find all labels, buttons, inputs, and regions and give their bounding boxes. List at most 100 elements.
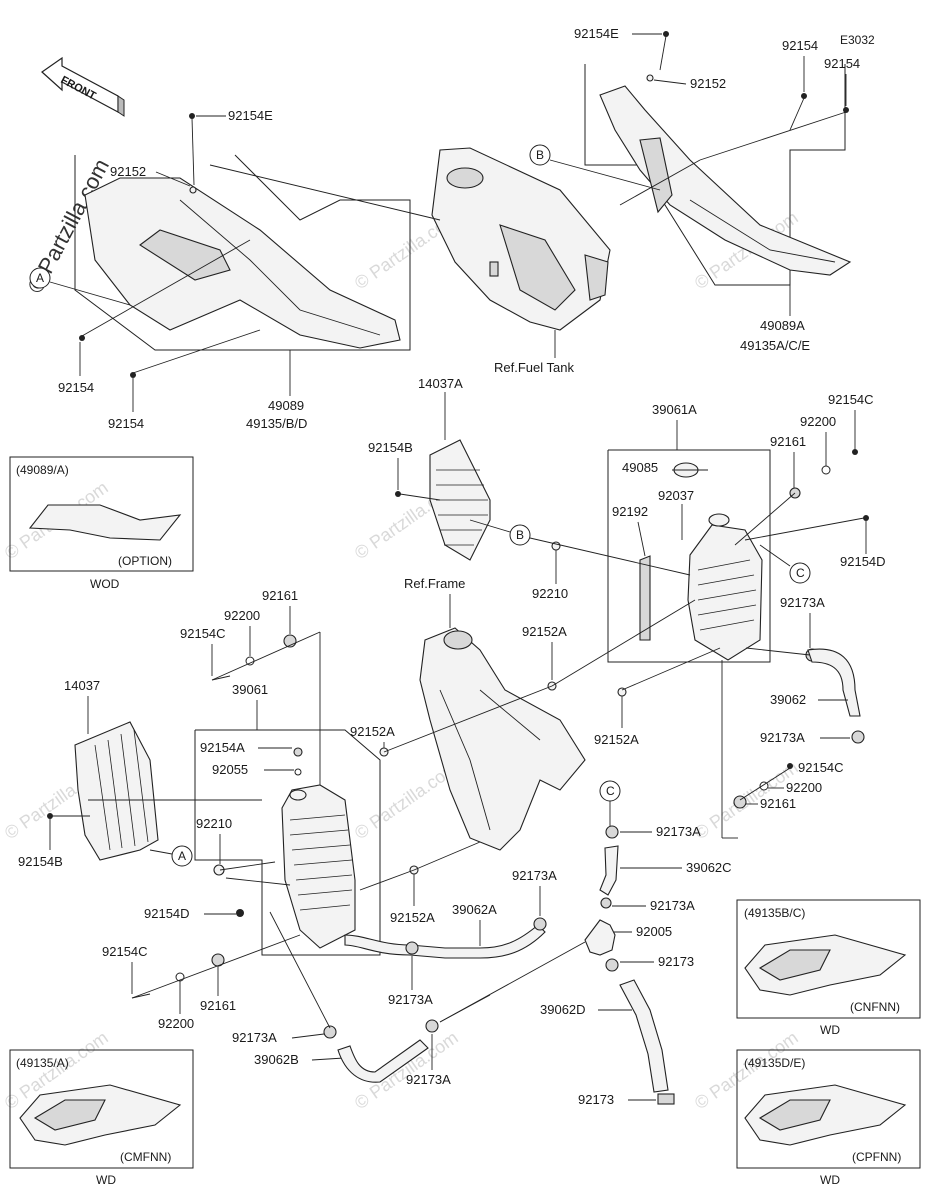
svg-text:WD: WD: [820, 1173, 840, 1187]
right-shroud: [584, 31, 852, 286]
part-label: 14037A: [418, 376, 463, 391]
part-label: 39062B: [254, 1052, 299, 1067]
part-label: 92154C: [828, 392, 874, 407]
part-label: 92200: [158, 1016, 194, 1031]
part-label: 92152: [690, 76, 726, 91]
part-label: 92173A: [650, 898, 695, 913]
part-label: 92154: [108, 416, 144, 431]
svg-text:A: A: [36, 271, 44, 285]
svg-text:A: A: [178, 849, 186, 863]
part-label: 92152A: [522, 624, 567, 639]
part-label: 49089A: [760, 318, 805, 333]
part-label: 39062A: [452, 902, 497, 917]
part-label: 92154: [782, 38, 818, 53]
part-label: 92154E: [228, 108, 273, 123]
part-label: 92192: [612, 504, 648, 519]
callout-c: C: [759, 544, 811, 584]
part-label: 92173A: [656, 824, 701, 839]
part-label: 92173A: [406, 1072, 451, 1087]
part-label: 92154D: [144, 906, 190, 921]
svg-text:(49135B/C): (49135B/C): [744, 906, 805, 920]
part-label: 39062C: [686, 860, 732, 875]
svg-text:(CMFNN): (CMFNN): [120, 1150, 171, 1164]
part-label: 39062: [770, 692, 806, 707]
svg-text:(49089/A): (49089/A): [16, 463, 69, 477]
part-label: 92173A: [232, 1030, 277, 1045]
part-label: 92154C: [180, 626, 226, 641]
part-label: 92152: [110, 164, 146, 179]
part-label: 92200: [800, 414, 836, 429]
ref-fuel-tank: Ref.Fuel Tank: [494, 360, 574, 375]
part-label: 92154C: [102, 944, 148, 959]
callout-b: B: [529, 144, 661, 191]
svg-text:B: B: [516, 528, 524, 542]
frame: [419, 627, 586, 851]
part-label: 92037: [658, 488, 694, 503]
part-label: 92173A: [512, 868, 557, 883]
left-radiator: [281, 784, 356, 949]
part-label: 92154B: [368, 440, 413, 455]
right-radiator: [687, 513, 763, 661]
part-label: 92161: [770, 434, 806, 449]
callout-c: C: [599, 780, 621, 802]
part-label: 92152A: [350, 724, 395, 739]
svg-text:(CNFNN): (CNFNN): [850, 1000, 900, 1014]
part-label: 92200: [786, 780, 822, 795]
part-label: 92173: [578, 1092, 614, 1107]
svg-text:WOD: WOD: [90, 577, 120, 591]
svg-text:C: C: [796, 566, 805, 580]
inset-49135b-c: (49135B/C) (CNFNN) WD: [736, 899, 921, 1037]
svg-text:(49135D/E): (49135D/E): [744, 1056, 805, 1070]
svg-text:(49135/A): (49135/A): [16, 1056, 69, 1070]
part-label: 92173A: [780, 595, 825, 610]
part-label: 92173A: [388, 992, 433, 1007]
watermark-layer: © Partzilla.com © Partzilla.com © Partzi…: [1, 155, 802, 1114]
front-arrow-icon: FRONT: [41, 56, 125, 117]
inset-49135-a: (49135/A) (CMFNN) WD: [9, 1049, 194, 1187]
part-label: 92154B: [18, 854, 63, 869]
part-label: 92154E: [574, 26, 619, 41]
part-label: 92161: [200, 998, 236, 1013]
part-label: 92173A: [760, 730, 805, 745]
left-radiator-guard: [74, 721, 159, 861]
ref-frame: Ref.Frame: [404, 576, 465, 591]
callout-a: A: [29, 267, 131, 306]
part-label: 92173: [658, 954, 694, 969]
part-label: 14037: [64, 678, 100, 693]
part-label: 92200: [224, 608, 260, 623]
part-label: 92210: [196, 816, 232, 831]
part-label: 49089: [268, 398, 304, 413]
diagram-code: E3032: [840, 33, 875, 47]
part-label: 92152A: [594, 732, 639, 747]
left-shroud: [74, 113, 411, 378]
part-label: 92055: [212, 762, 248, 777]
inset-49135d-e: (49135D/E) (CPFNN) WD: [736, 1049, 921, 1187]
part-label: 49135/B/D: [246, 416, 307, 431]
svg-text:C: C: [606, 784, 615, 798]
part-label: 92210: [532, 586, 568, 601]
inset-49089-a: (49089/A) (OPTION) WOD: [9, 456, 194, 591]
part-label: 92161: [760, 796, 796, 811]
callout-b: B: [469, 519, 531, 546]
part-label: 92154: [824, 56, 860, 71]
part-label: 39061: [232, 682, 268, 697]
svg-text:(OPTION): (OPTION): [118, 554, 172, 568]
part-label: 92154D: [840, 554, 886, 569]
part-label: 92154A: [200, 740, 245, 755]
part-label: 92154: [58, 380, 94, 395]
part-label: 92161: [262, 588, 298, 603]
svg-text:B: B: [536, 148, 544, 162]
part-label: 49085: [622, 460, 658, 475]
part-label: 49135A/C/E: [740, 338, 810, 353]
svg-text:WD: WD: [96, 1173, 116, 1187]
part-label: 92152A: [390, 910, 435, 925]
fuel-tank: [431, 147, 611, 331]
part-label: 39062D: [540, 1002, 586, 1017]
svg-text:(CPFNN): (CPFNN): [852, 1150, 901, 1164]
part-label: 92005: [636, 924, 672, 939]
right-radiator-guard: [429, 439, 491, 561]
part-label: 92154C: [798, 760, 844, 775]
callout-a: A: [149, 845, 193, 867]
svg-text:WD: WD: [820, 1023, 840, 1037]
